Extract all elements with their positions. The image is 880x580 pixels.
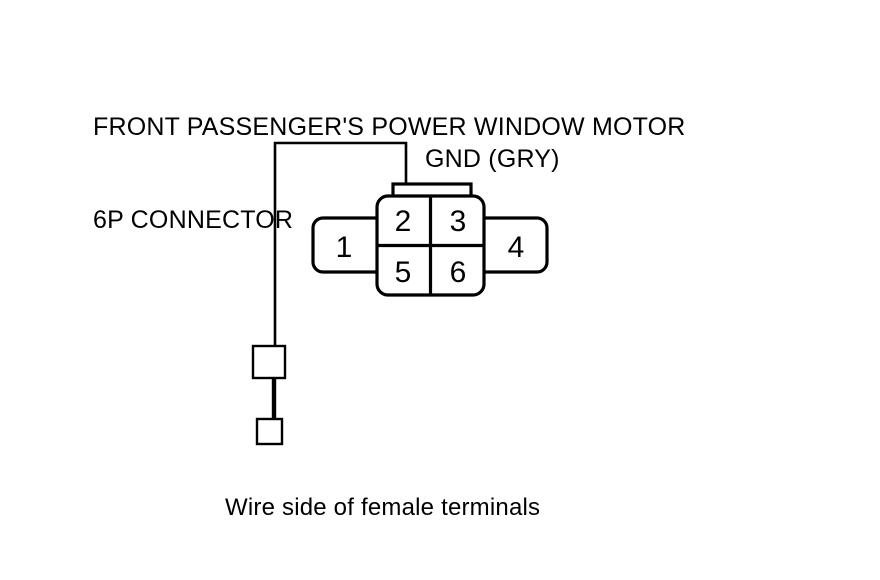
page-title: FRONT PASSENGER'S POWER WINDOW MOTOR 6P …	[93, 50, 853, 298]
terminal-lower-square	[255, 417, 284, 446]
pin-label-3: 3	[450, 205, 467, 238]
gnd-wire-label: GND (GRY)	[425, 145, 560, 173]
pin-label-1: 1	[336, 231, 353, 264]
pin-1-cell	[311, 216, 381, 274]
pin-label-6: 6	[450, 256, 467, 289]
title-line-1: FRONT PASSENGER'S POWER WINDOW MOTOR	[93, 113, 686, 141]
figure-caption: Wire side of female terminals	[225, 494, 541, 521]
pin-4-cell	[480, 216, 549, 274]
pin-label-4: 4	[508, 231, 525, 264]
gnd-wire-path	[273, 141, 408, 346]
title-line-2: 6P CONNECTOR	[93, 206, 294, 234]
pin-label-5: 5	[395, 256, 412, 289]
pin-label-2: 2	[395, 205, 412, 238]
terminal-upper-square	[251, 344, 287, 380]
